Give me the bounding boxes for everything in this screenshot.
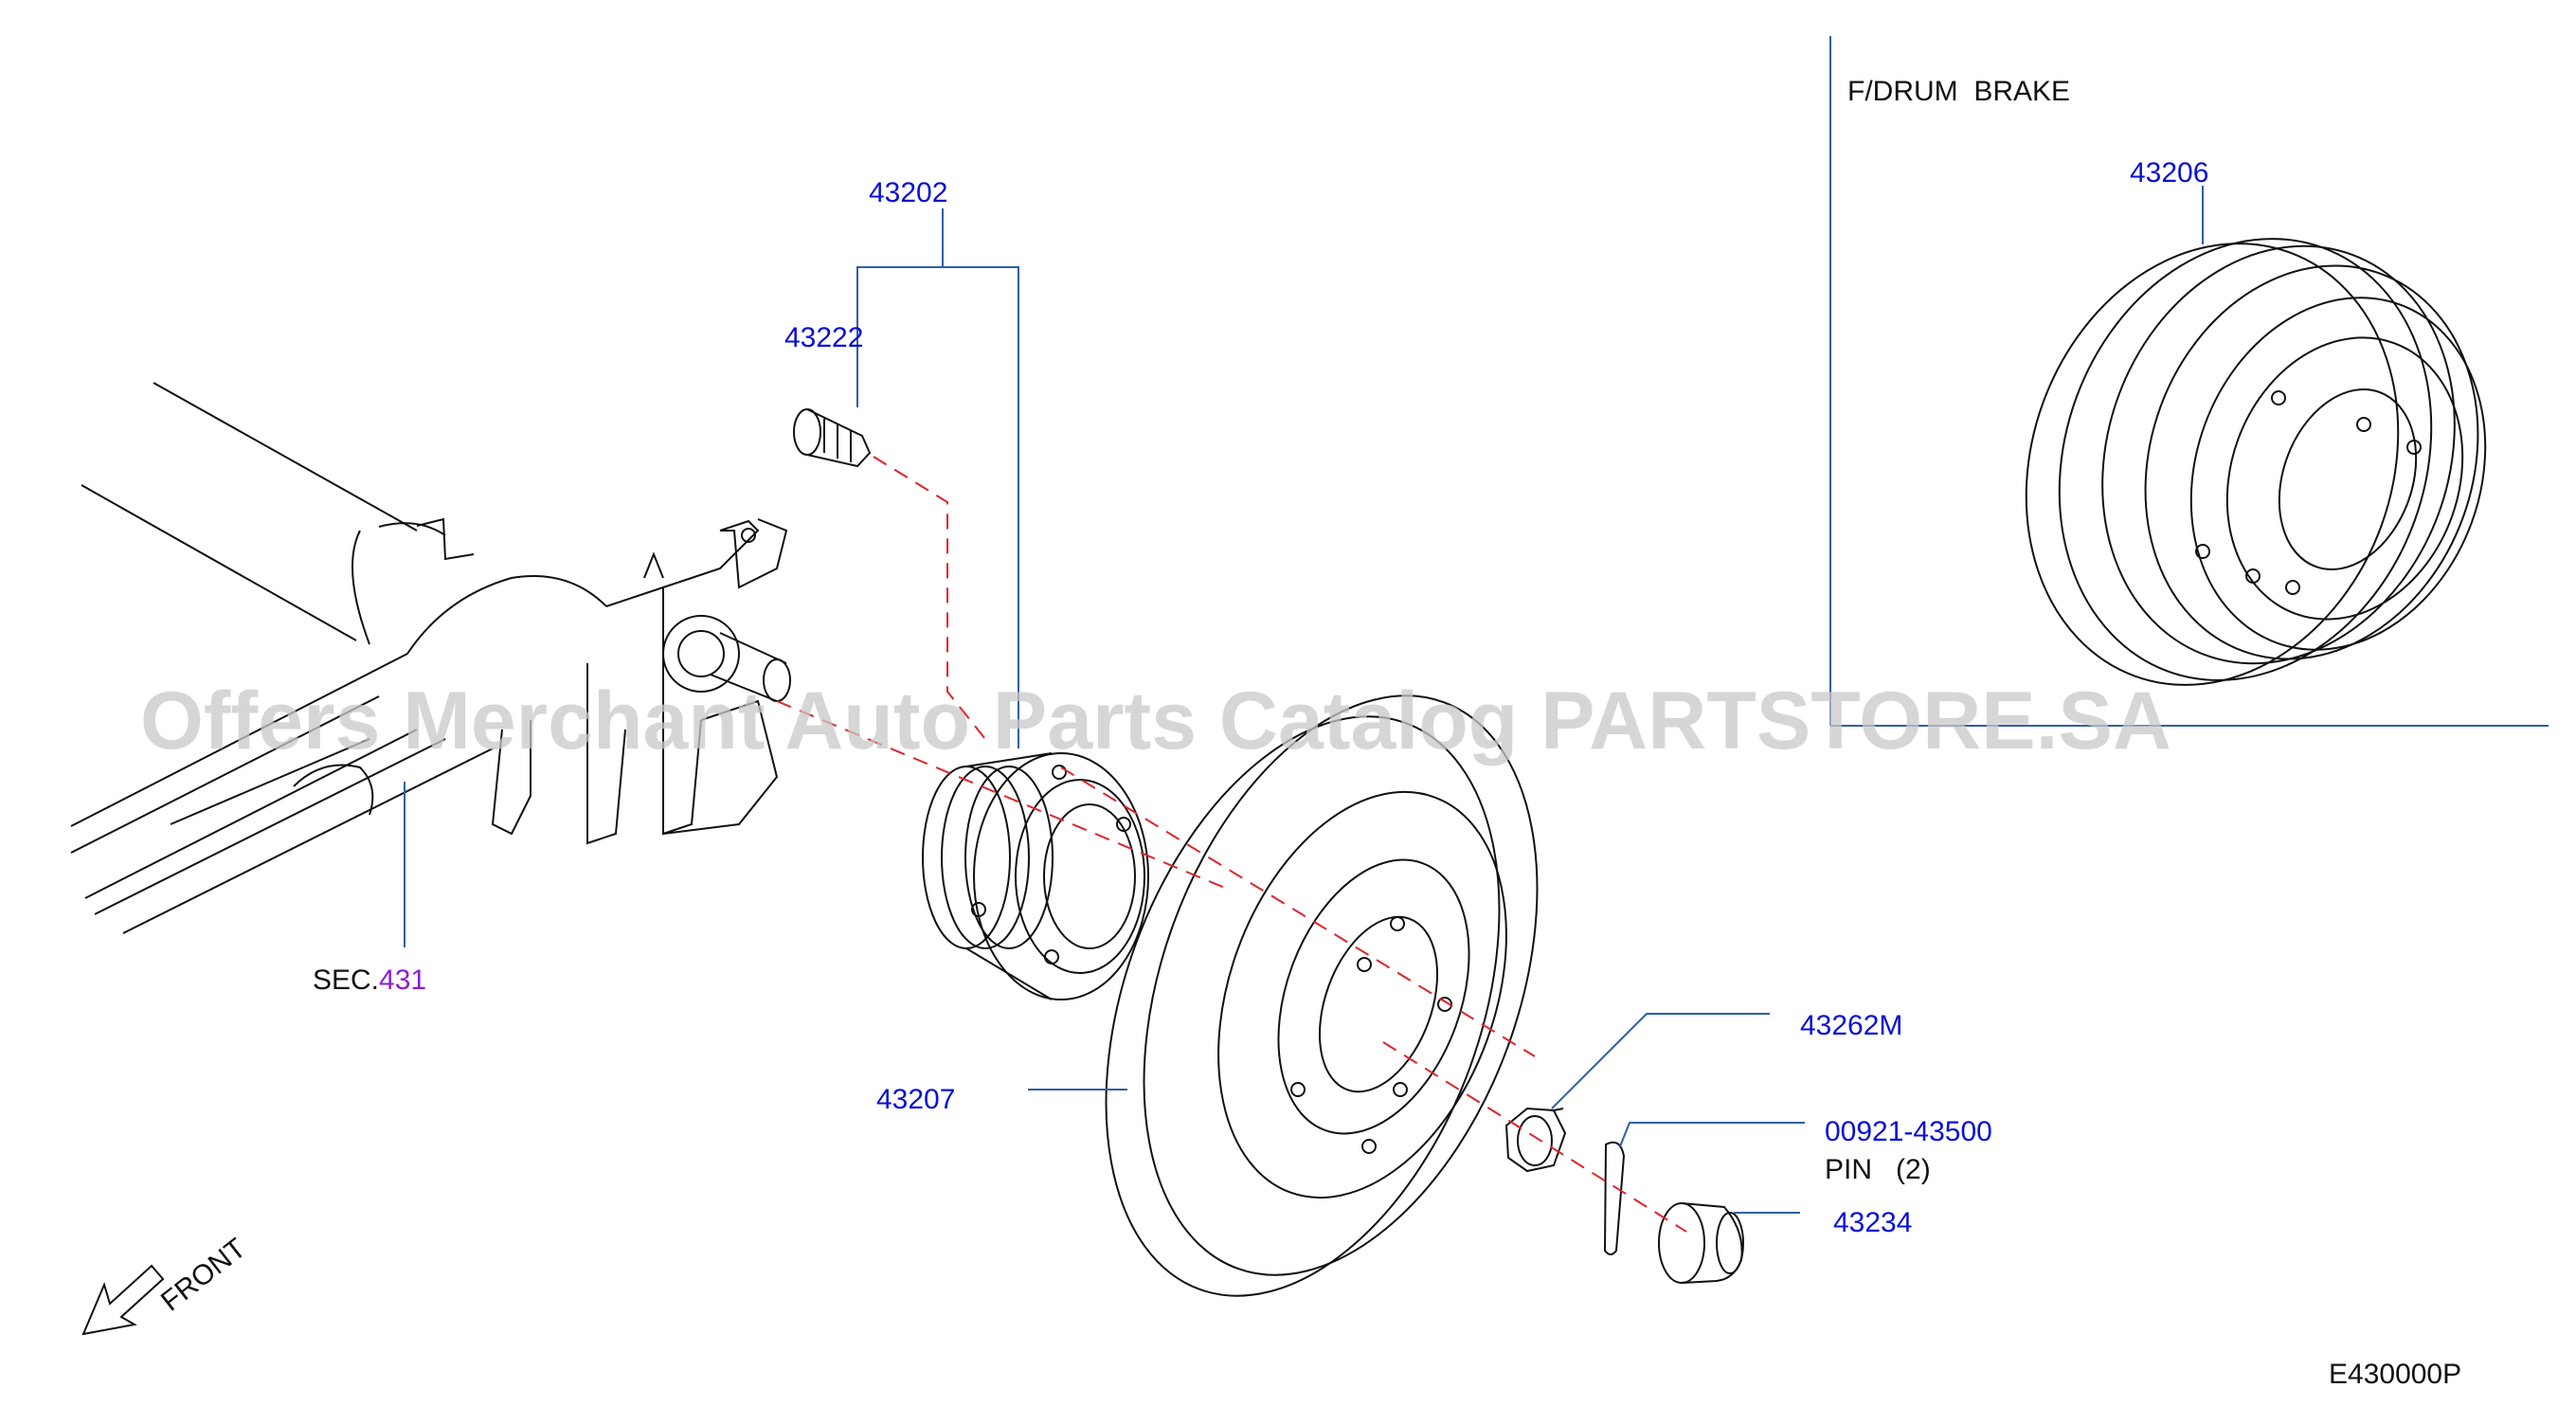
part-number-00921-43500[interactable]: 00921-43500 xyxy=(1825,1116,1992,1147)
part-number-43234[interactable]: 43234 xyxy=(1833,1207,1912,1238)
part-number-43262M[interactable]: 43262M xyxy=(1800,1010,1902,1041)
pin-quantity-label: PIN (2) xyxy=(1825,1154,1931,1185)
assembly-axis-lines xyxy=(776,456,1687,1233)
brake-drum-43206 xyxy=(2025,238,2487,686)
part-number-43202[interactable]: 43202 xyxy=(869,177,947,208)
part-number-43222[interactable]: 43222 xyxy=(784,322,863,353)
leader-lines xyxy=(404,186,2204,1214)
diagram-title: F/DRUM BRAKE xyxy=(1847,76,2070,107)
rear-axle-beam xyxy=(70,382,607,934)
section-number[interactable]: 431 xyxy=(379,964,426,996)
axle-spindle-bracket xyxy=(491,518,791,845)
hub-bolt-43222 xyxy=(793,408,872,468)
part-number-43206[interactable]: 43206 xyxy=(2130,157,2208,189)
diagram-code: E430000P xyxy=(2329,1359,2461,1390)
cotter-pin-00921-43500 xyxy=(1603,1141,1626,1255)
hub-nut-43262M xyxy=(1504,1107,1567,1173)
front-direction-arrow xyxy=(81,1264,165,1336)
front-label: FRONT xyxy=(155,1233,252,1318)
section-reference[interactable]: SEC.431 xyxy=(313,964,426,996)
section-prefix: SEC. xyxy=(313,964,379,996)
hub-bearing-43202 xyxy=(922,752,1149,1000)
part-number-43207[interactable]: 43207 xyxy=(876,1084,955,1115)
brake-rotor-43207 xyxy=(1105,694,1539,1297)
grease-cap-43234 xyxy=(1658,1202,1744,1284)
watermark-text: Offers Merchant Auto Parts Catalog PARTS… xyxy=(140,676,2171,766)
drum-brake-inset-frame xyxy=(1829,36,2549,727)
